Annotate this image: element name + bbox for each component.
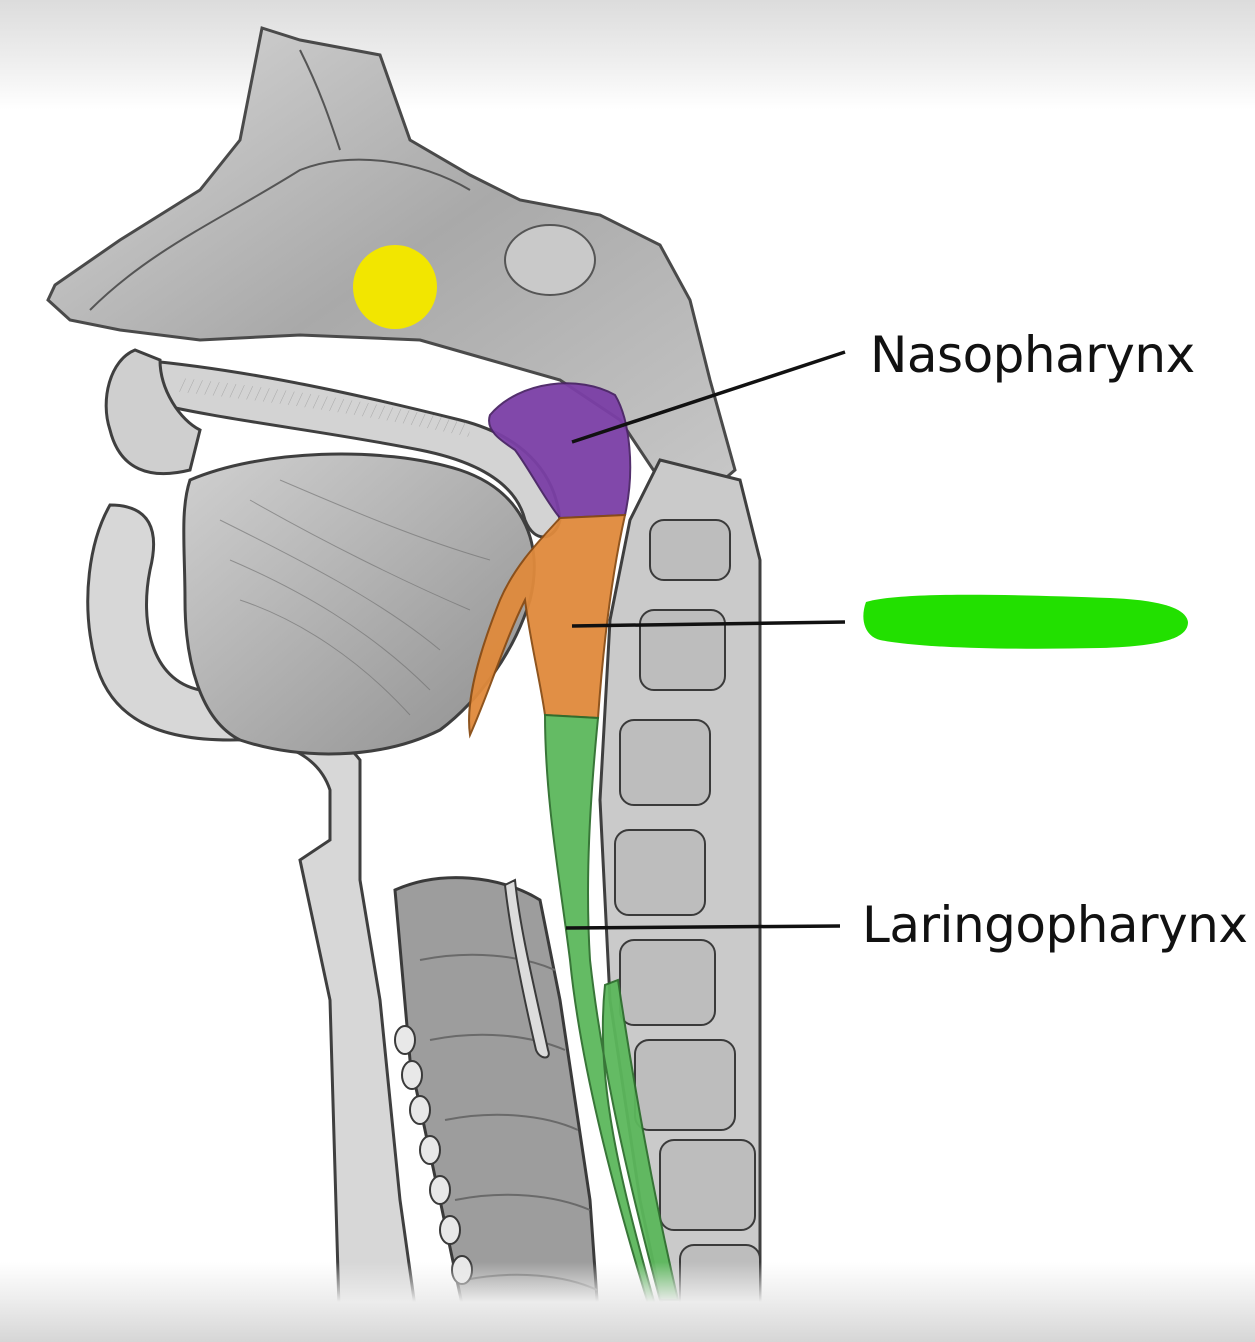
lower-lip-chin: [86, 503, 422, 1342]
label-laringopharynx: Laringopharynx: [862, 896, 1248, 954]
nasopharynx-leader: [571, 350, 846, 444]
tongue: [182, 452, 536, 756]
nasopharynx-region: [488, 382, 632, 520]
epiglottis: [503, 878, 550, 1059]
upper-lip: [104, 348, 202, 476]
label-nasopharynx: Nasopharynx: [870, 326, 1195, 384]
oropharynx-leader: [571, 620, 846, 628]
oropharynx-region: [468, 513, 627, 739]
yellow-dot-marker: [353, 245, 437, 329]
top-shadow: [0, 0, 1255, 110]
laringopharynx-leader: [565, 924, 841, 930]
bottom-shadow: [0, 1262, 1255, 1342]
green-redaction-stroke: [863, 594, 1188, 649]
laryngopharynx-region: [543, 713, 680, 1312]
